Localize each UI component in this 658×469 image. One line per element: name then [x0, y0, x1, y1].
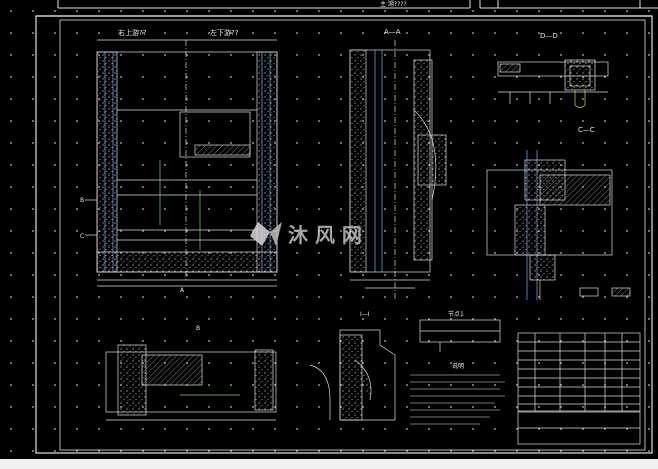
detail-d-d: [497, 59, 609, 108]
label-section-ii: I—I: [360, 311, 370, 318]
status-bar: [0, 459, 658, 469]
elevation-plan: [85, 39, 278, 287]
label-section-aa: A—A: [384, 28, 401, 36]
sheet-frame: [35, 15, 653, 454]
top-title-strip: [57, 0, 658, 9]
detail-c-c: [486, 150, 631, 300]
section-i-i: [309, 329, 396, 421]
label-detail-cc: C—C: [578, 126, 595, 134]
plan-bottom-left: [105, 344, 277, 421]
top-title-text: 主 溯????: [380, 0, 407, 8]
label-small-detail: 节点1: [448, 310, 464, 318]
materials-table: [517, 332, 641, 445]
watermark-text: 沐 风 网: [288, 223, 362, 247]
small-detail: [419, 319, 501, 352]
section-a-a: [349, 40, 447, 300]
notes-block: [410, 374, 505, 425]
label-notes: 说明: [452, 362, 464, 370]
watermark-logo: [250, 222, 282, 246]
label-b-bottom: B: [196, 325, 200, 332]
label-left-view: 右上游??: [118, 28, 147, 37]
label-b: B: [80, 197, 84, 204]
label-c: C: [80, 233, 84, 240]
label-detail-dd: D—D: [540, 32, 558, 40]
label-a-bottom: A: [180, 287, 185, 294]
label-right-view: 左下游??: [210, 28, 239, 37]
